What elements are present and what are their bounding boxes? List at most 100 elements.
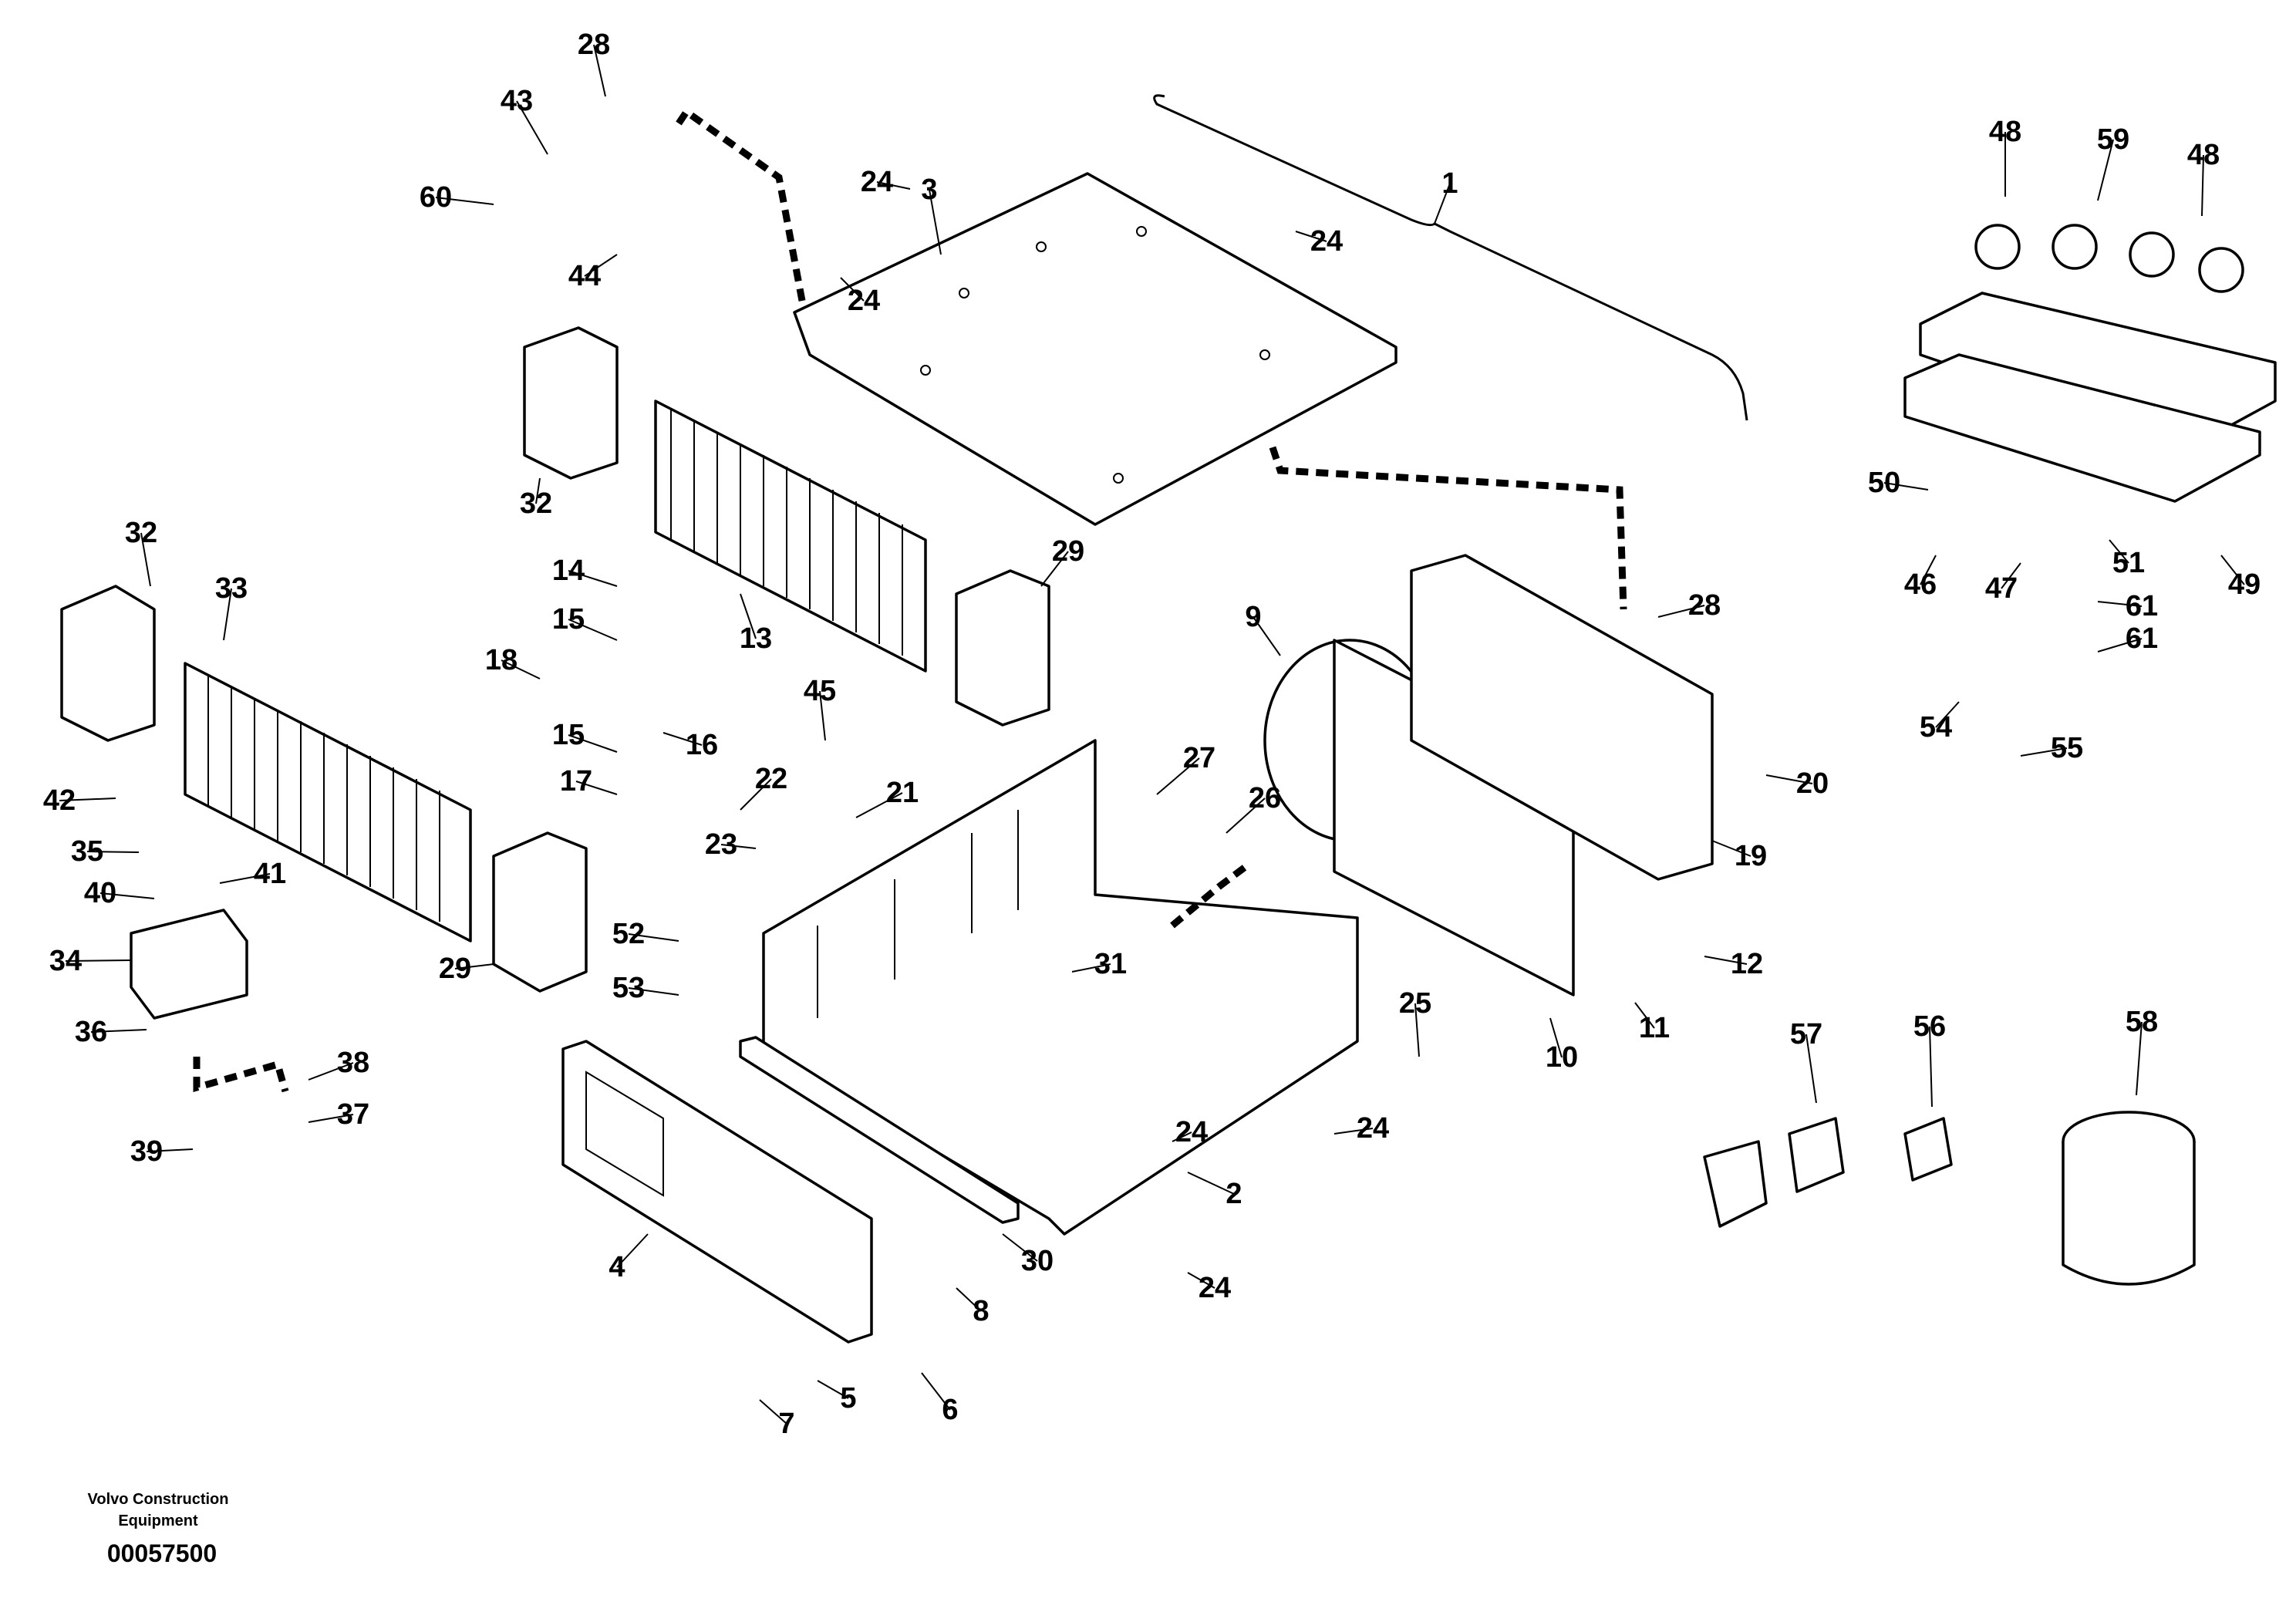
- leader-line: [1634, 1002, 1655, 1029]
- callout-6: 6: [921, 1372, 959, 1426]
- leader-line: [2020, 747, 2068, 757]
- callout-29: 29: [439, 953, 494, 985]
- callout-29: 29: [1040, 535, 1084, 587]
- callout-number: 53: [612, 972, 645, 1004]
- leader-line: [2097, 139, 2114, 201]
- callout-number: 14: [552, 555, 585, 587]
- callout-2: 2: [1187, 1172, 1242, 1210]
- leader-line: [454, 963, 494, 969]
- callout-number: 36: [75, 1016, 107, 1048]
- callout-57: 57: [1790, 1018, 1822, 1104]
- callout-20: 20: [1765, 767, 1829, 800]
- leader-line: [584, 254, 618, 277]
- callout-24: 24: [1172, 1116, 1208, 1148]
- callout-number: 46: [1904, 568, 1937, 601]
- callout-number: 42: [43, 784, 76, 817]
- callout-number: 47: [1985, 572, 2018, 605]
- leader-line: [1805, 1034, 1817, 1104]
- callout-number: 16: [686, 729, 718, 761]
- company-name-line1: Volvo Construction: [88, 1491, 229, 1508]
- callout-1: 1: [1434, 167, 1458, 224]
- callout-number: 57: [1790, 1018, 1822, 1050]
- callout-19: 19: [1711, 840, 1767, 872]
- leader-line: [86, 851, 140, 853]
- callout-41: 41: [219, 858, 286, 890]
- leader-line: [1071, 963, 1111, 973]
- leader-line: [1226, 798, 1266, 834]
- leader-line: [628, 987, 679, 996]
- callout-5: 5: [817, 1380, 857, 1415]
- callout-23: 23: [705, 828, 757, 861]
- leader-line: [568, 570, 618, 587]
- callout-number: 32: [125, 517, 157, 549]
- callout-number: 21: [886, 777, 919, 809]
- callout-number: 7: [778, 1408, 794, 1440]
- callout-32: 32: [125, 517, 157, 587]
- callout-number: 17: [560, 765, 592, 798]
- callout-38: 38: [308, 1047, 369, 1081]
- callout-14: 14: [552, 555, 618, 587]
- leader-line: [1002, 1233, 1038, 1262]
- leader-line: [1156, 757, 1200, 795]
- part-seal-strip-30: [739, 1036, 1020, 1224]
- callout-number: 24: [1310, 225, 1343, 258]
- callout-number: 26: [1249, 782, 1281, 814]
- callout-number: 43: [501, 85, 533, 117]
- callout-number: 33: [215, 572, 248, 605]
- leader-line: [1040, 551, 1069, 587]
- leader-line: [501, 659, 541, 679]
- leader-line: [616, 1233, 649, 1268]
- callout-number: 31: [1094, 948, 1127, 980]
- callout-18: 18: [485, 644, 541, 679]
- callout-number: 23: [705, 828, 737, 861]
- callout-24: 24: [840, 277, 880, 317]
- leader-line: [817, 1380, 849, 1399]
- callout-33: 33: [215, 572, 248, 641]
- callout-number: 15: [552, 603, 585, 636]
- callout-37: 37: [308, 1098, 369, 1131]
- leader-line: [1333, 1128, 1374, 1135]
- callout-number: 50: [1868, 467, 1900, 499]
- callout-number: 49: [2228, 568, 2261, 601]
- callout-51: 51: [2109, 539, 2145, 579]
- callout-number: 25: [1399, 987, 1431, 1020]
- callout-24: 24: [1333, 1112, 1389, 1145]
- callout-number: 8: [973, 1295, 989, 1327]
- callout-28: 28: [578, 29, 610, 97]
- part-relays-56-57: [1703, 1117, 1953, 1228]
- leader-line: [819, 690, 826, 741]
- callout-number: 9: [1245, 601, 1261, 633]
- callout-number: 59: [2097, 123, 2129, 156]
- callout-number: 32: [520, 487, 552, 520]
- leader-line: [1434, 183, 1451, 224]
- callout-number: 40: [84, 877, 116, 909]
- part-filter-4: [561, 1040, 873, 1344]
- callout-number: 24: [861, 166, 893, 198]
- callout-number: 22: [755, 763, 787, 795]
- callout-25: 25: [1399, 987, 1431, 1057]
- leader-line: [1187, 1172, 1235, 1195]
- callout-10: 10: [1546, 1017, 1578, 1074]
- callout-32: 32: [520, 477, 552, 520]
- callout-4: 4: [609, 1233, 649, 1283]
- callout-number: 54: [1920, 711, 1952, 744]
- leader-line: [1172, 1131, 1192, 1142]
- callout-number: 48: [1989, 116, 2021, 148]
- callout-60: 60: [420, 181, 494, 214]
- leader-line: [929, 189, 942, 255]
- callout-22: 22: [740, 763, 787, 811]
- callout-number: 51: [2112, 547, 2145, 579]
- part-housing-2: [762, 739, 1359, 1236]
- callout-number: 6: [942, 1394, 958, 1426]
- leader-line: [99, 892, 155, 899]
- connection-dashed-lines: [193, 106, 1627, 1093]
- callout-number: 56: [1913, 1010, 1946, 1043]
- leader-line: [2220, 555, 2245, 585]
- drawing-number: 00057500: [107, 1539, 217, 1567]
- leader-line: [1187, 1272, 1215, 1289]
- callout-number: 61: [2126, 590, 2158, 622]
- callout-number: 30: [1021, 1245, 1054, 1277]
- callout-24: 24: [1187, 1272, 1231, 1304]
